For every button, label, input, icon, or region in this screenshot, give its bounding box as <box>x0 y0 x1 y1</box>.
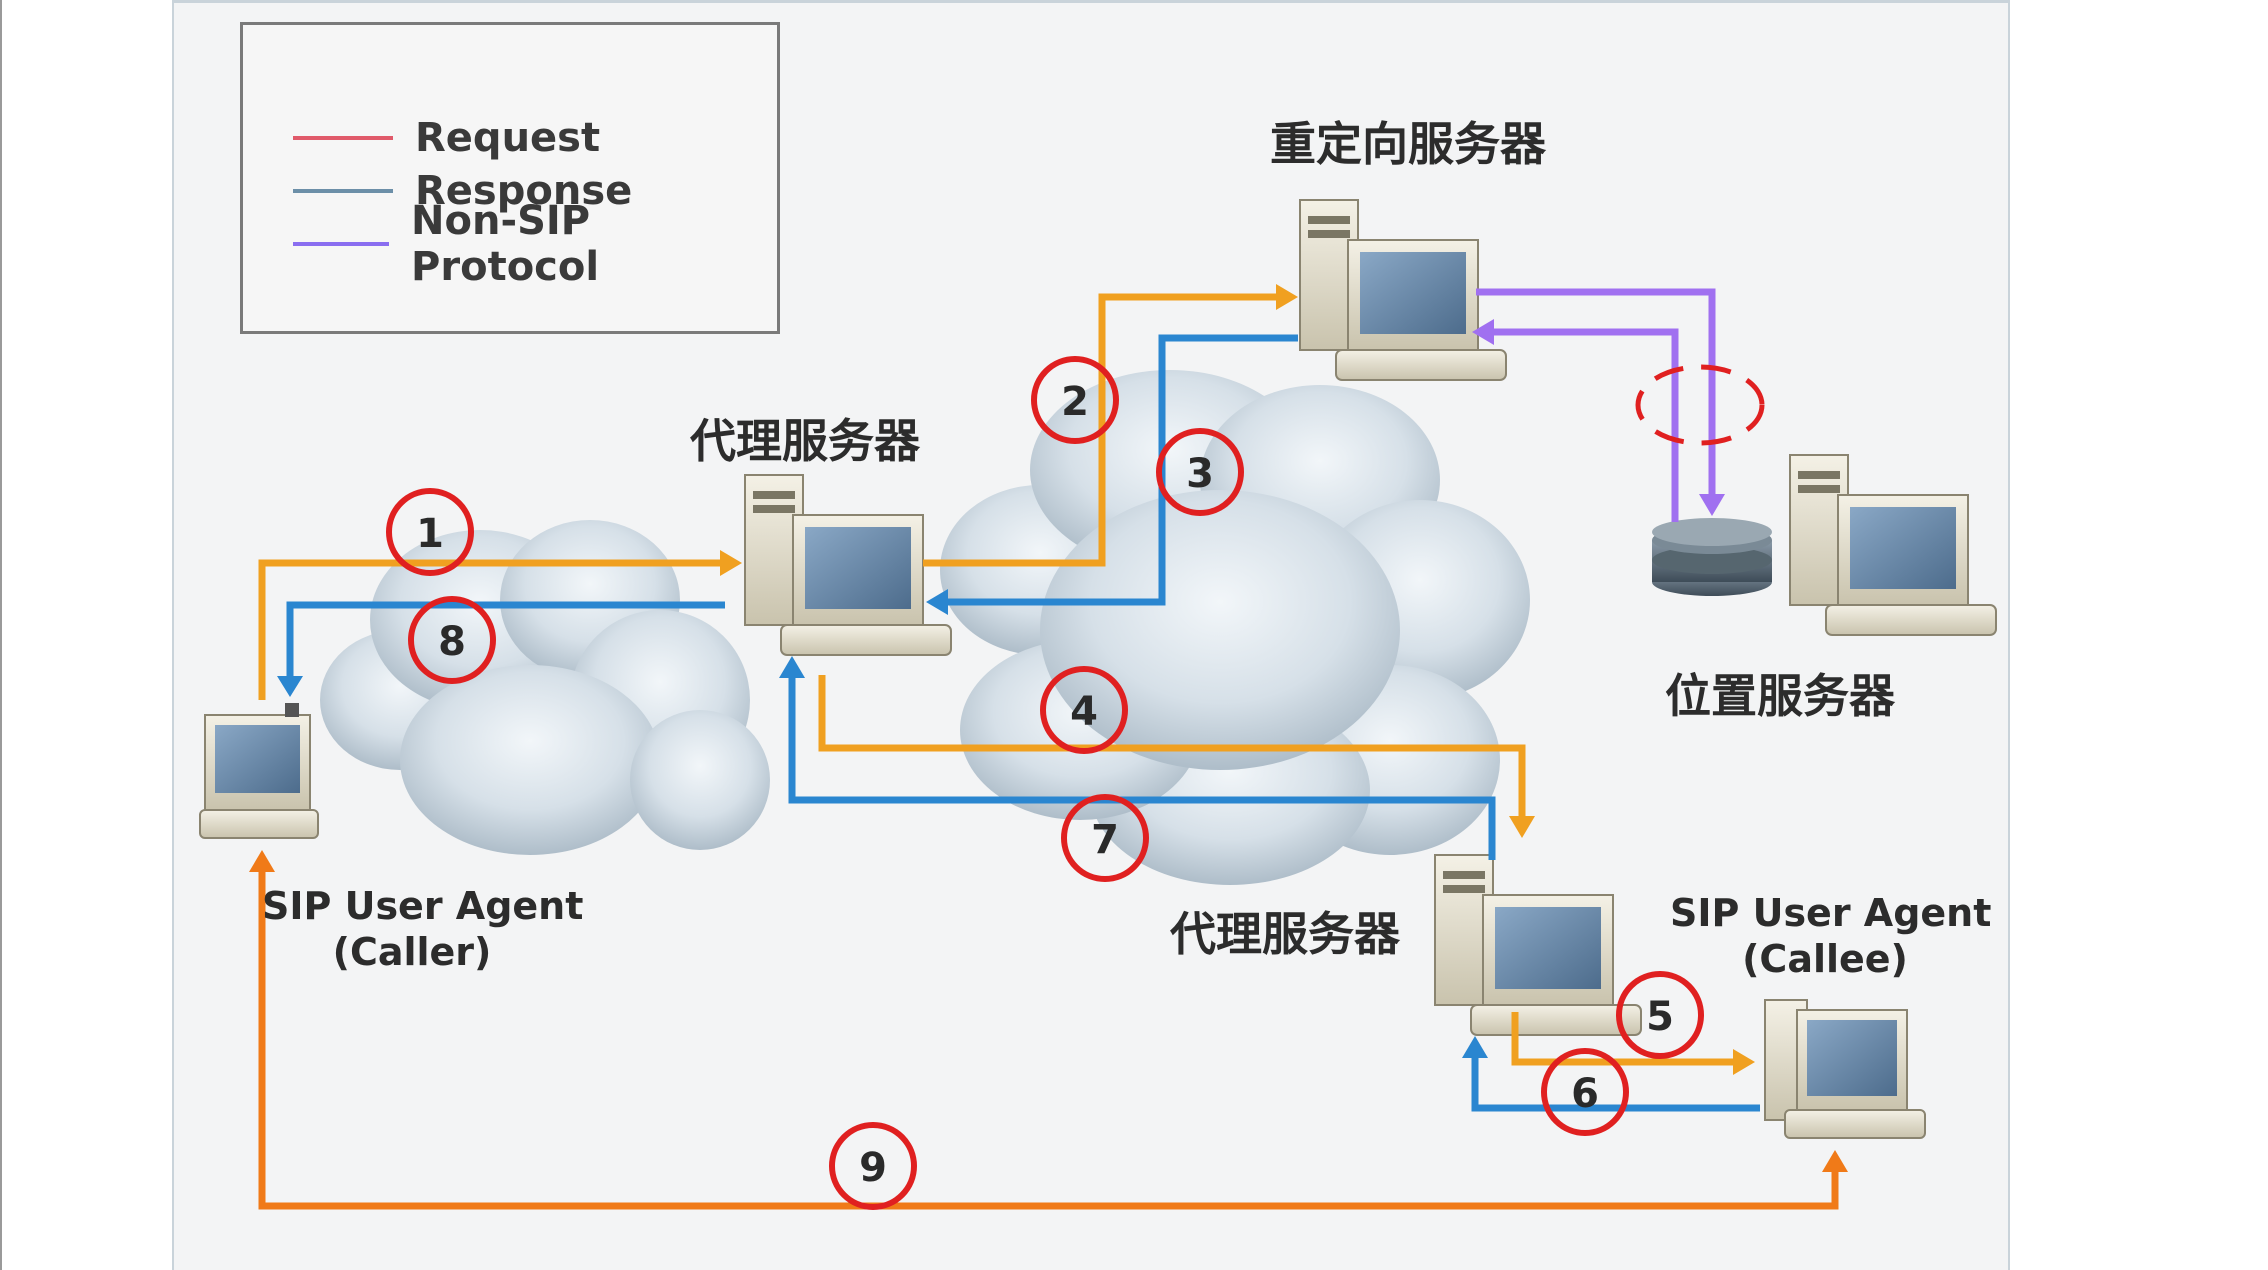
flow-1-arrowhead <box>720 550 742 576</box>
caller-label-line2: (Caller) <box>332 930 492 974</box>
callee-label-line1: SIP User Agent <box>1670 891 1992 935</box>
legend-label: Request <box>415 115 601 161</box>
caller-computer-icon <box>199 703 319 839</box>
step-marker-number: 6 <box>1571 1071 1599 1117</box>
proxy-server-1-label: 代理服务器 <box>690 414 920 468</box>
flow-nonsip-reply <box>1490 328 1679 522</box>
legend-swatch-non-sip <box>293 242 390 246</box>
flow-5-request <box>1511 1012 1735 1066</box>
flow-6-response <box>1471 1055 1760 1112</box>
legend-item-response: Response <box>293 168 632 214</box>
flow-8-response <box>286 601 725 680</box>
step-marker-number: 7 <box>1091 817 1119 863</box>
caller-label: SIP User Agent (Caller) <box>262 883 584 975</box>
step-marker-circle <box>829 1122 917 1210</box>
flow-7-arrowhead <box>779 656 805 678</box>
step-marker-number: 5 <box>1646 994 1674 1040</box>
flow-2-arrowhead <box>1276 284 1298 310</box>
flow-9-media <box>258 870 1839 1210</box>
flow-nonsip-query-arrowhead <box>1699 494 1725 516</box>
network-cloud-left <box>320 520 770 855</box>
legend-item-non-sip: Non-SIP Protocol <box>293 198 777 290</box>
legend-item-request: Request <box>293 115 600 161</box>
step-marker-number: 1 <box>416 511 444 557</box>
step-marker-8: 8 <box>408 596 496 684</box>
highlight-dashed-circle <box>1635 364 1765 446</box>
step-marker-5: 5 <box>1616 971 1704 1059</box>
step-marker-circle <box>1031 356 1119 444</box>
location-server-icon <box>1789 454 1997 636</box>
flow-3-arrowhead <box>926 589 948 615</box>
step-marker-7: 7 <box>1061 794 1149 882</box>
flow-4-request <box>818 675 1526 818</box>
step-marker-2: 2 <box>1031 356 1119 444</box>
database-icon <box>1652 518 1772 596</box>
proxy-server-1-icon <box>744 474 952 656</box>
step-marker-1: 1 <box>386 488 474 576</box>
redirect-server-icon <box>1299 199 1507 381</box>
flow-6-arrowhead <box>1462 1036 1488 1058</box>
legend-swatch-response <box>293 189 393 193</box>
caller-label-line1: SIP User Agent <box>262 884 584 928</box>
step-marker-circle <box>386 488 474 576</box>
legend-box: Request Response Non-SIP Protocol <box>240 22 780 334</box>
step-marker-circle <box>1616 971 1704 1059</box>
step-marker-number: 2 <box>1061 379 1089 425</box>
proxy-server-2-icon <box>1434 854 1642 1036</box>
legend-label: Response <box>415 168 633 214</box>
step-marker-circle <box>1541 1048 1629 1136</box>
step-marker-4: 4 <box>1040 666 1128 754</box>
step-marker-6: 6 <box>1541 1048 1629 1136</box>
step-marker-circle <box>1156 428 1244 516</box>
step-marker-3: 3 <box>1156 428 1244 516</box>
legend-label: Non-SIP Protocol <box>411 198 600 290</box>
flow-nonsip-reply-arrowhead <box>1472 319 1494 345</box>
step-marker-circle <box>1061 794 1149 882</box>
callee-label: SIP User Agent (Callee) <box>1670 890 1992 982</box>
redirect-server-label: 重定向服务器 <box>1270 117 1546 171</box>
location-server-label: 位置服务器 <box>1665 669 1895 723</box>
page-left-border <box>0 0 2 1270</box>
step-marker-number: 9 <box>859 1145 887 1191</box>
step-marker-circle <box>1040 666 1128 754</box>
flow-7-response <box>788 675 1496 860</box>
flow-9-arrowhead-caller <box>249 850 275 872</box>
proxy-server-2-label: 代理服务器 <box>1170 907 1400 961</box>
callee-label-line2: (Callee) <box>1742 937 1908 981</box>
legend-swatch-request <box>293 136 393 140</box>
step-marker-number: 4 <box>1070 689 1098 735</box>
step-marker-number: 8 <box>438 619 466 665</box>
flow-nonsip-query <box>1476 288 1716 498</box>
flow-9-arrowhead-callee <box>1822 1150 1848 1172</box>
flow-4-arrowhead <box>1509 816 1535 838</box>
step-marker-circle <box>408 596 496 684</box>
flow-1-request <box>258 559 725 700</box>
step-markers: 1 2 3 4 5 6 7 8 9 <box>386 356 1704 1210</box>
step-marker-9: 9 <box>829 1122 917 1210</box>
flow-5-arrowhead <box>1733 1049 1755 1075</box>
step-marker-number: 3 <box>1186 451 1214 497</box>
flow-8-arrowhead <box>277 676 303 697</box>
callee-computer-icon <box>1764 999 1926 1139</box>
